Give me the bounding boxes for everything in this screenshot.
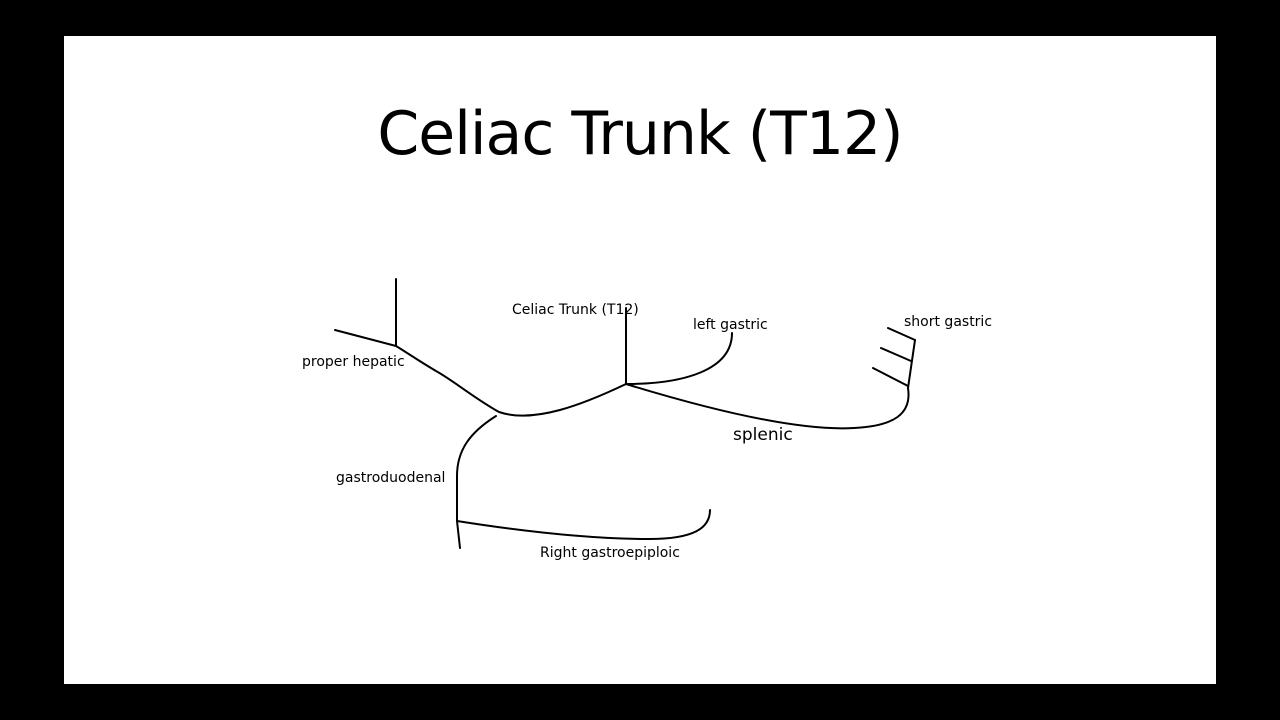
splenic-vessel bbox=[625, 383, 910, 430]
gastroduodenal-label: gastroduodenal bbox=[336, 470, 445, 486]
short-gastric-label: short gastric bbox=[904, 314, 992, 330]
short-gastric-vessel-trunk bbox=[907, 339, 916, 389]
proper-hepatic-label: proper hepatic bbox=[302, 354, 405, 370]
celiac-trunk-label: Celiac Trunk (T12) bbox=[512, 302, 639, 318]
short-gastric-vessel-3 bbox=[872, 367, 909, 387]
celiac-trunk-diagram: Celiac Trunk (T12) left gastric short ga… bbox=[302, 278, 992, 561]
splenic-label: splenic bbox=[733, 425, 793, 445]
left-gastric-vessel bbox=[625, 332, 733, 385]
proper-hepatic-vessel-left bbox=[334, 329, 397, 347]
short-gastric-vessel-2 bbox=[880, 347, 912, 362]
right-gastroepiploic-label: Right gastroepiploic bbox=[540, 545, 680, 561]
slide: Celiac Trunk (T12) Celiac Trunk ( bbox=[64, 36, 1216, 684]
right-gastroepiploic-vessel bbox=[456, 509, 711, 541]
short-gastric-vessel-1 bbox=[887, 327, 916, 341]
left-gastric-label: left gastric bbox=[693, 317, 768, 333]
slide-title: Celiac Trunk (T12) bbox=[377, 99, 903, 169]
common-hepatic-vessel bbox=[395, 345, 627, 417]
gastroduodenal-vessel bbox=[456, 415, 497, 549]
